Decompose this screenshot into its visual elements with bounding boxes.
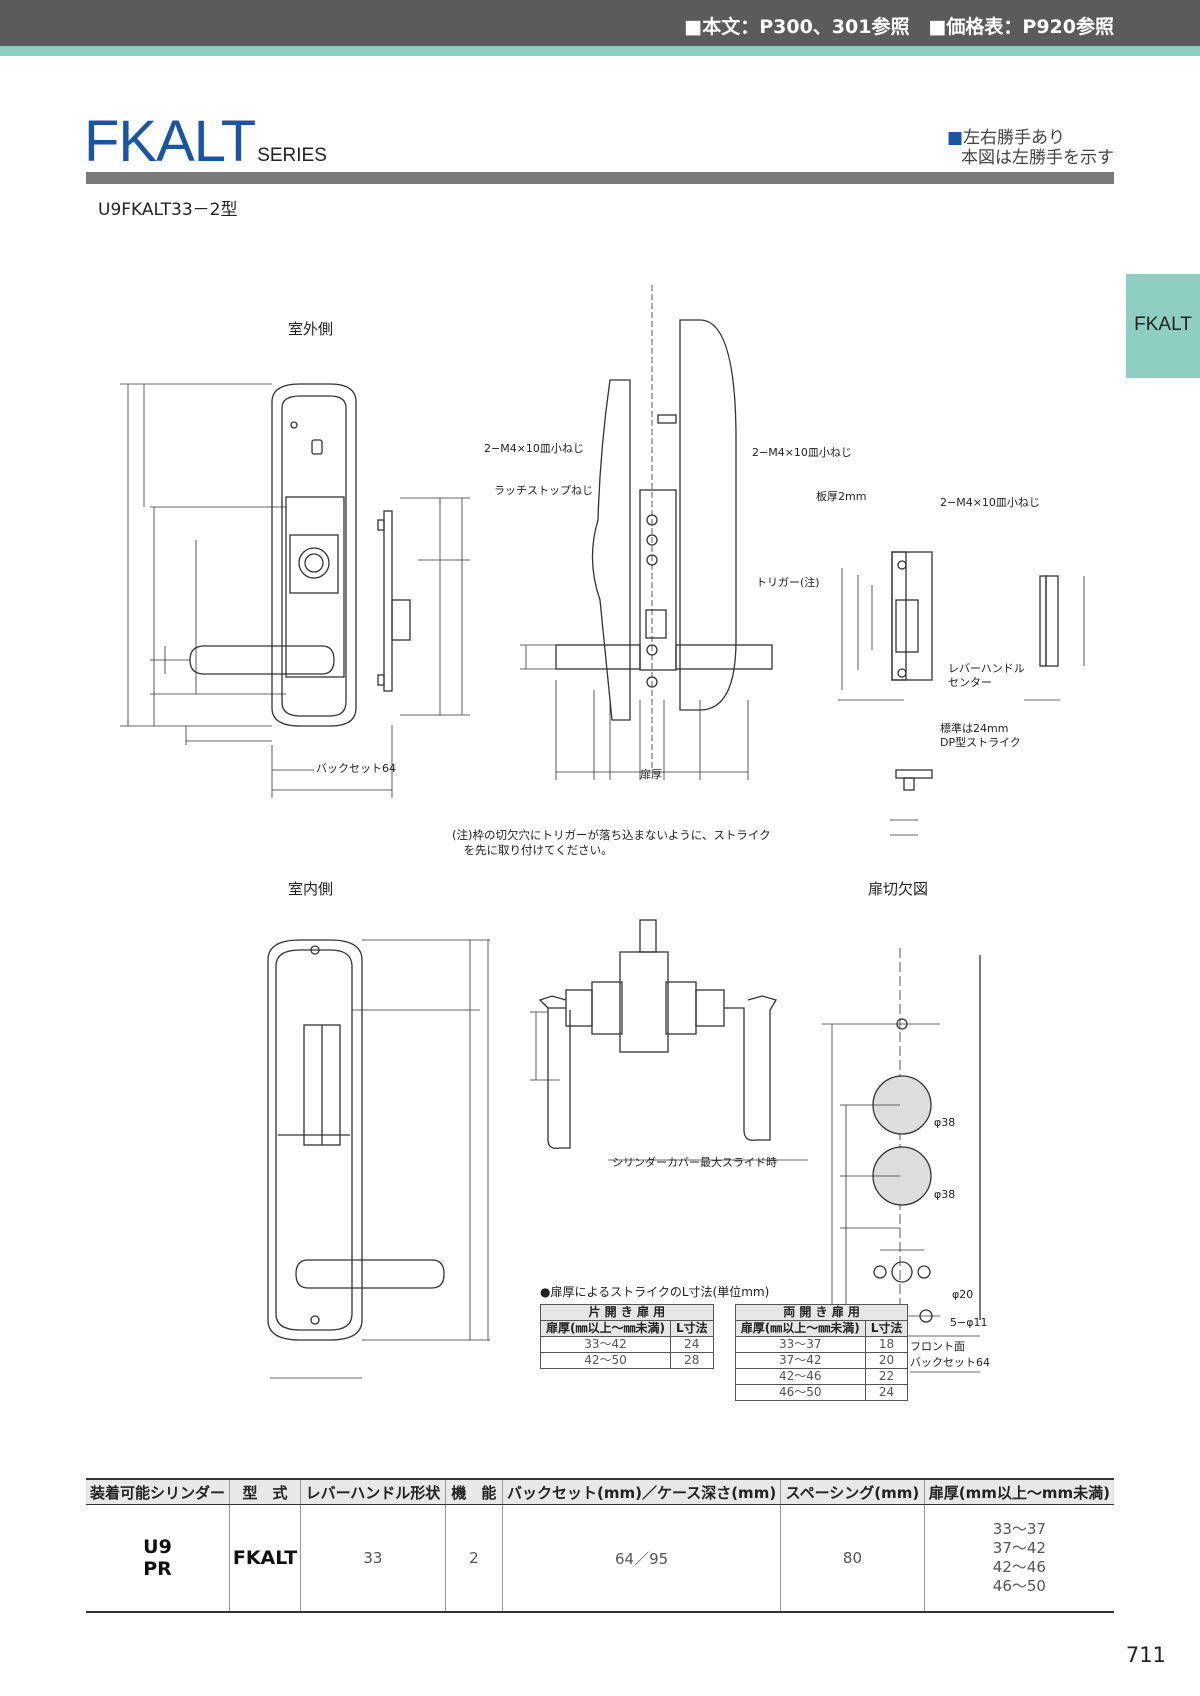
- single-col-l: L寸法: [669, 1320, 714, 1337]
- spec-spacing: 80: [780, 1504, 925, 1613]
- thickness-2: 37～42: [992, 1539, 1046, 1557]
- cell: 24: [669, 1336, 714, 1353]
- double-col-thickness: 扉厚(㎜以上〜㎜未満): [734, 1320, 866, 1337]
- reference-text: ■本文：P300、301参照 ■価格表：P920参照: [684, 16, 1114, 38]
- label-latch-stop: ラッチストップねじ: [494, 484, 593, 497]
- cell: 24: [864, 1384, 909, 1401]
- strike-table-title: ●扉厚によるストライクのL寸法(単位mm): [540, 1285, 770, 1299]
- spec-model: FKALT: [229, 1504, 301, 1613]
- label-screw-3: 2−M4×10皿小ねじ: [940, 496, 1040, 509]
- label-standard: 標準は24mm DP型ストライク: [940, 722, 1021, 749]
- outdoor-view: [120, 383, 470, 798]
- label-note: (注)枠の切欠穴にトリガーが落ち込まないように、ストライク を先に取り付けてくだ…: [452, 828, 771, 857]
- cell: 42～50: [540, 1352, 671, 1369]
- lever-side-view: [530, 919, 808, 1161]
- technical-drawing: [120, 285, 1085, 1379]
- cell: 33～37: [734, 1336, 866, 1353]
- door-cut-view: [822, 948, 981, 1373]
- label-door-cut: 扉切欠図: [868, 880, 929, 898]
- spec-col-lever: レバーハンドル形状: [300, 1478, 446, 1505]
- spec-thickness: 33～37 37～42 42～46 46～50: [923, 1504, 1114, 1613]
- title-rule: [86, 172, 1114, 184]
- series-suffix: SERIES: [257, 145, 327, 166]
- spec-lever: 33: [300, 1504, 446, 1613]
- series-name: FKALT: [84, 109, 256, 174]
- cell: 46～50: [734, 1384, 866, 1401]
- thickness-4: 46～50: [992, 1577, 1046, 1595]
- cylinder-u9: U9: [143, 1536, 172, 1558]
- spec-table: 装着可能シリンダー 型 式 レバーハンドル形状 機 能 バックセット(mm)／ケ…: [86, 1478, 1114, 1613]
- cell: 42～46: [734, 1368, 866, 1385]
- cylinder-pr: PR: [143, 1558, 172, 1580]
- cell: 33～42: [540, 1336, 671, 1353]
- spec-backset: 64／95: [501, 1504, 781, 1613]
- side-view: [520, 285, 773, 780]
- cell: 18: [864, 1336, 909, 1353]
- double-door-header: 両 開 き 扉 用: [734, 1304, 909, 1321]
- label-trigger: トリガー(注): [756, 576, 820, 589]
- note-line-2: 本図は左勝手を示す: [961, 148, 1114, 168]
- strike-plate-view: [838, 551, 1085, 836]
- label-outdoor: 室外側: [288, 320, 334, 338]
- cell: 20: [864, 1352, 909, 1369]
- label-front-face: フロント面: [910, 1340, 965, 1353]
- side-tab-label: FKALT: [1134, 314, 1192, 335]
- spec-col-spacing: スペーシング(mm): [780, 1478, 925, 1505]
- page-number: 711: [1125, 1643, 1166, 1667]
- label-cylinder-cover: シリンダーカバー最大スライド時: [612, 1156, 777, 1169]
- label-plate: 板厚2mm: [816, 490, 867, 503]
- thickness-1: 33～37: [992, 1520, 1046, 1538]
- spec-col-thickness: 扉厚(mm以上～mm未満): [923, 1478, 1114, 1505]
- cell: 37～42: [734, 1352, 866, 1369]
- model-name: U9FKALT33－2型: [98, 200, 238, 220]
- strike-l-tables: ●扉厚によるストライクのL寸法(単位mm) 片 開 き 扉 用 扉厚(㎜以上〜㎜…: [540, 1283, 924, 1401]
- note-line-1: 左右勝手あり: [963, 128, 1066, 148]
- single-col-thickness: 扉厚(㎜以上〜㎜未満): [540, 1320, 671, 1337]
- cell: 22: [864, 1368, 909, 1385]
- thickness-3: 42～46: [992, 1558, 1046, 1576]
- handing-note: ■左右勝手あり 本図は左勝手を示す: [947, 128, 1114, 168]
- label-indoor: 室内側: [288, 880, 334, 898]
- label-lever-center: レバーハンドル センター: [948, 662, 1025, 689]
- label-screw-1: 2−M4×10皿小ねじ: [484, 442, 584, 455]
- header-bar: ■本文：P300、301参照 ■価格表：P920参照: [0, 0, 1200, 46]
- label-screw-2: 2−M4×10皿小ねじ: [752, 446, 852, 459]
- label-backset-2: バックセット64: [910, 1356, 990, 1369]
- spec-col-function: 機 能: [444, 1478, 503, 1505]
- spec-col-backset: バックセット(mm)／ケース深さ(mm): [501, 1478, 781, 1505]
- cell: 28: [669, 1352, 714, 1369]
- spec-col-cylinder: 装着可能シリンダー: [86, 1478, 230, 1505]
- label-phi38-b: φ38: [934, 1188, 956, 1201]
- single-door-header: 片 開 き 扉 用: [540, 1304, 714, 1321]
- header-stripe: [0, 46, 1200, 56]
- label-phi20: φ20: [952, 1288, 974, 1301]
- label-door-thickness: 扉厚: [640, 768, 662, 781]
- label-backset: バックセット64: [316, 762, 396, 775]
- spec-col-model: 型 式: [229, 1478, 301, 1505]
- double-col-l: L寸法: [864, 1320, 909, 1337]
- label-phi11: 5−φ11: [950, 1316, 988, 1329]
- label-phi38-a: φ38: [934, 1116, 956, 1129]
- side-tab[interactable]: FKALT: [1126, 274, 1200, 378]
- spec-function: 2: [444, 1504, 503, 1613]
- spec-header-row: 装着可能シリンダー 型 式 レバーハンドル形状 機 能 バックセット(mm)／ケ…: [86, 1478, 1114, 1505]
- indoor-view: [267, 939, 490, 1379]
